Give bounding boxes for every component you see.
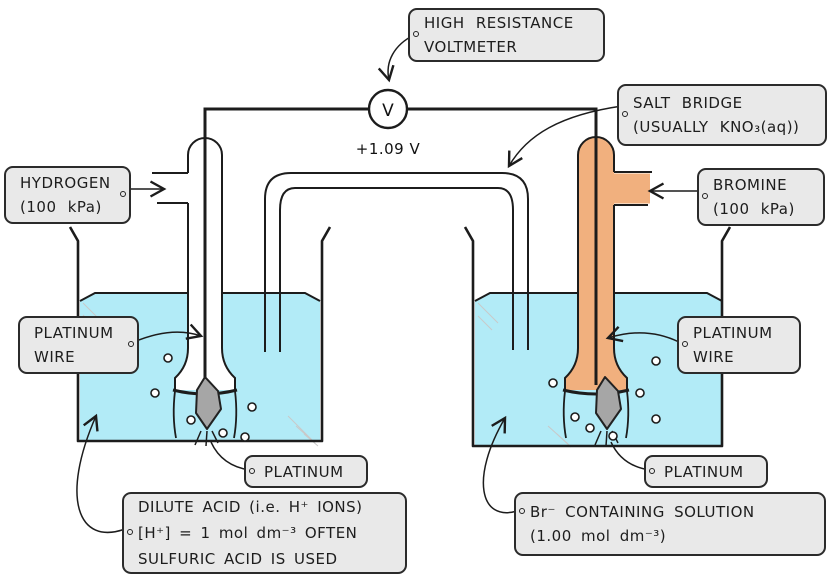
- label-high-resistance-voltmeter: HIGH RESISTANCE VOLTMETER: [408, 8, 605, 62]
- leader-bromide-solution: [482, 415, 518, 514]
- bubbles-right: [548, 356, 661, 441]
- tag-hole: [128, 341, 134, 347]
- label-hydrogen: HYDROGEN (100 kPa): [4, 166, 131, 224]
- platinum-electrode-left: [194, 376, 222, 447]
- label-line: HIGH RESISTANCE: [424, 14, 574, 32]
- tag-hole: [519, 508, 525, 514]
- label-platinum-right: PLATINUM: [644, 455, 768, 488]
- voltmeter-reading: +1.09 V: [356, 140, 421, 158]
- tag-hole: [682, 341, 688, 347]
- label-bromine: BROMINE (100 kPa): [697, 168, 825, 226]
- label-line: (1.00 mol dm⁻³): [530, 527, 667, 545]
- leader-salt-bridge: [507, 105, 623, 169]
- leader-platinum-wire-left: [133, 323, 204, 343]
- label-salt-bridge: SALT BRIDGE (USUALLY KNO₃(aq)): [617, 84, 827, 146]
- platinum-electrode-right: [594, 376, 622, 447]
- tag-hole: [127, 529, 133, 535]
- left-beaker: [68, 226, 332, 443]
- label-line: (100 kPa): [20, 198, 102, 216]
- label-line: (USUALLY KNO₃(aq)): [633, 118, 800, 136]
- label-line: SALT BRIDGE: [633, 94, 743, 112]
- leader-platinum-wire-right: [605, 325, 680, 343]
- leader-dilute-acid: [76, 413, 126, 534]
- tag-hole: [413, 31, 419, 37]
- label-dilute-acid: DILUTE ACID (i.e. H⁺ IONS) [H⁺] = 1 mol …: [122, 492, 407, 574]
- label-line: WIRE: [693, 348, 735, 366]
- tag-hole: [120, 191, 126, 197]
- label-bromide-solution: Br⁻ CONTAINING SOLUTION (1.00 mol dm⁻³): [514, 492, 826, 556]
- voltmeter-symbol: V: [382, 101, 394, 121]
- bubble-streams-left: [194, 430, 219, 447]
- right-beaker: [463, 226, 732, 448]
- tag-hole: [622, 111, 628, 117]
- label-line: WIRE: [34, 348, 76, 366]
- label-platinum-wire-left: PLATINUM WIRE: [18, 316, 139, 374]
- label-line: BROMINE: [713, 176, 788, 194]
- label-line: [H⁺] = 1 mol dm⁻³ OFTEN: [138, 524, 358, 542]
- label-line: HYDROGEN: [20, 174, 111, 192]
- label-line: Br⁻ CONTAINING SOLUTION: [530, 503, 755, 521]
- label-line: PLATINUM: [664, 462, 744, 481]
- label-platinum-wire-right: PLATINUM WIRE: [677, 316, 801, 374]
- label-line: PLATINUM: [693, 324, 773, 342]
- label-line: PLATINUM: [264, 462, 344, 481]
- label-line: SULFURIC ACID IS USED: [138, 550, 338, 568]
- tag-hole: [249, 467, 255, 474]
- label-line: (100 kPa): [713, 200, 795, 218]
- label-line: DILUTE ACID (i.e. H⁺ IONS): [138, 498, 363, 516]
- voltmeter-circle: [367, 88, 409, 130]
- label-platinum-left: PLATINUM: [244, 455, 368, 488]
- tag-hole: [702, 193, 708, 199]
- tag-hole: [649, 467, 655, 474]
- salt-bridge: [264, 172, 529, 352]
- liquid-shading-right: [477, 302, 572, 448]
- label-line: PLATINUM: [34, 324, 114, 342]
- bubbles-left: [150, 353, 257, 442]
- label-line: VOLTMETER: [424, 38, 518, 56]
